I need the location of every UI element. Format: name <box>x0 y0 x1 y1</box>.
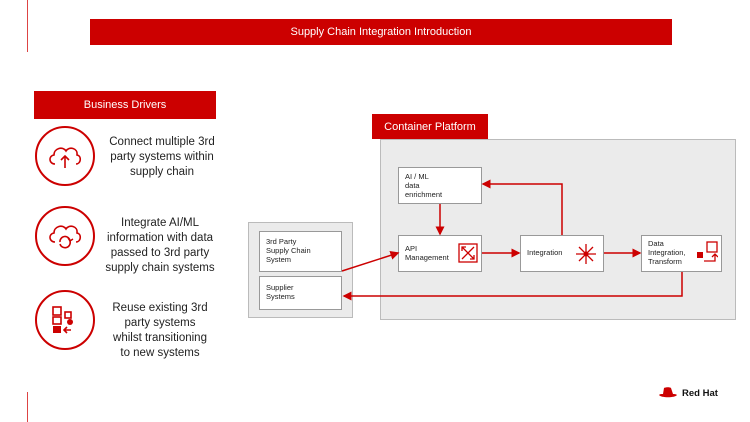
driver-text-integrate: Integrate AI/ML information with data pa… <box>105 217 215 274</box>
supplier-systems-node: Supplier Systems <box>259 276 342 310</box>
page-title: Supply Chain Integration Introduction <box>90 19 672 45</box>
business-drivers-header: Business Drivers <box>34 91 216 119</box>
red-hat-icon <box>659 387 677 398</box>
cloud-upload-icon <box>35 126 95 186</box>
integration-hub-icon <box>575 243 597 270</box>
data-integration-node: Data Integration, Transform <box>641 235 722 272</box>
cloud-sync-icon <box>35 206 95 266</box>
arrow-integration-to-aiml <box>481 179 563 235</box>
arrow-supply-chain-to-api <box>341 251 400 272</box>
third-party-supply-chain-node: 3rd Party Supply Chain System <box>259 231 342 272</box>
container-platform-header: Container Platform <box>372 114 488 139</box>
arrow-data-to-supplier <box>342 272 683 301</box>
left-rule-bottom <box>27 392 28 422</box>
api-management-icon <box>458 243 478 268</box>
driver-text-connect: Connect multiple 3rd party systems withi… <box>109 136 215 178</box>
modules-icon <box>35 290 95 350</box>
data-transform-icon <box>696 241 719 268</box>
driver-text-reuse: Reuse existing 3rd party systems whilst … <box>112 302 208 359</box>
red-hat-wordmark: Red Hat <box>682 387 718 399</box>
left-rule-top <box>27 0 28 52</box>
red-hat-logo: Red Hat <box>658 386 718 400</box>
